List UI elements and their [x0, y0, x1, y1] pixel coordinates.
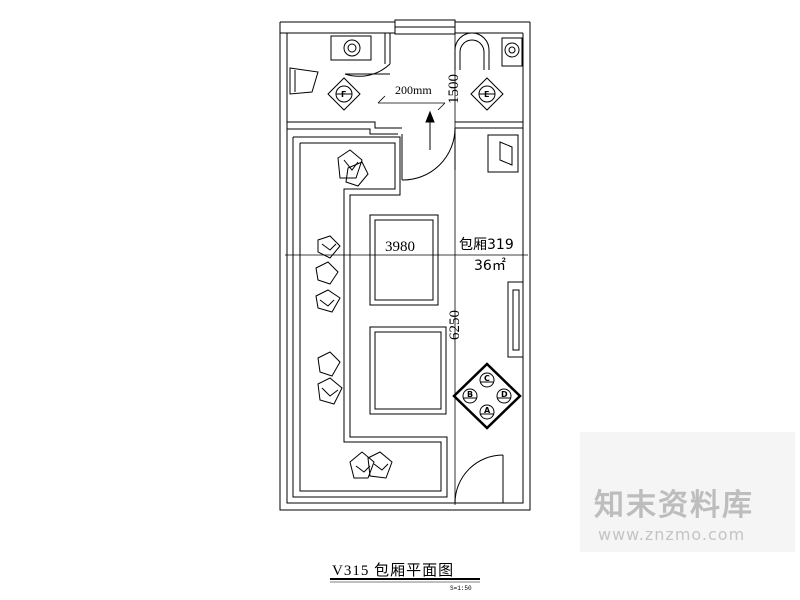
room-name-label: 包厢319 [459, 237, 514, 253]
title-underline [330, 578, 480, 583]
watermark-url: www.znzmo.com [598, 525, 746, 544]
toilet-partition [384, 33, 391, 64]
tv-cabinet [507, 281, 524, 358]
elevation-tag-room [452, 362, 522, 430]
room-length-label: 6250 [447, 310, 463, 340]
elevation-tag-toilet [327, 77, 361, 111]
scale-note: S=1:50 [450, 585, 472, 592]
entry-arrow [425, 110, 435, 150]
elevation-tag-letter-e: E [484, 90, 489, 99]
elevation-tag-letter-f: F [341, 90, 346, 99]
watermark-panel [580, 432, 795, 552]
room-entry-door [401, 127, 456, 181]
elevation-tag-letter-d: D [501, 390, 508, 399]
corridor-width-label: 200mm [395, 83, 432, 97]
elevation-tag-vestibule [470, 77, 504, 111]
outer-walls [279, 21, 531, 511]
cushion-group-bottom [349, 451, 393, 479]
side-cabinet [487, 134, 519, 173]
room-exit-door [454, 454, 504, 504]
toilet-fixture [289, 35, 372, 95]
cushion-group-top [337, 149, 369, 187]
top-window [394, 19, 456, 35]
coffee-table-2 [369, 326, 447, 415]
drawing-title: V315 包厢平面图 [332, 562, 454, 579]
toilet-door [344, 63, 391, 77]
l-shaped-sofa [292, 136, 448, 498]
partition-wall [287, 121, 523, 135]
coffee-table-1 [369, 214, 439, 306]
elevation-tag-letter-a: A [484, 406, 491, 415]
vestibule-depth-label: 1500 [446, 74, 462, 104]
room-width-label: 3980 [385, 239, 415, 255]
wash-basin [454, 32, 523, 70]
cushion-group-left [315, 235, 343, 405]
elevation-tag-letter-c: C [484, 374, 490, 383]
dimension-lines [285, 22, 528, 505]
elevation-tag-letter-b: B [467, 390, 473, 399]
watermark-logo-text: 知末资料库 [594, 488, 754, 523]
room-area-label: 36㎡ [474, 258, 506, 274]
